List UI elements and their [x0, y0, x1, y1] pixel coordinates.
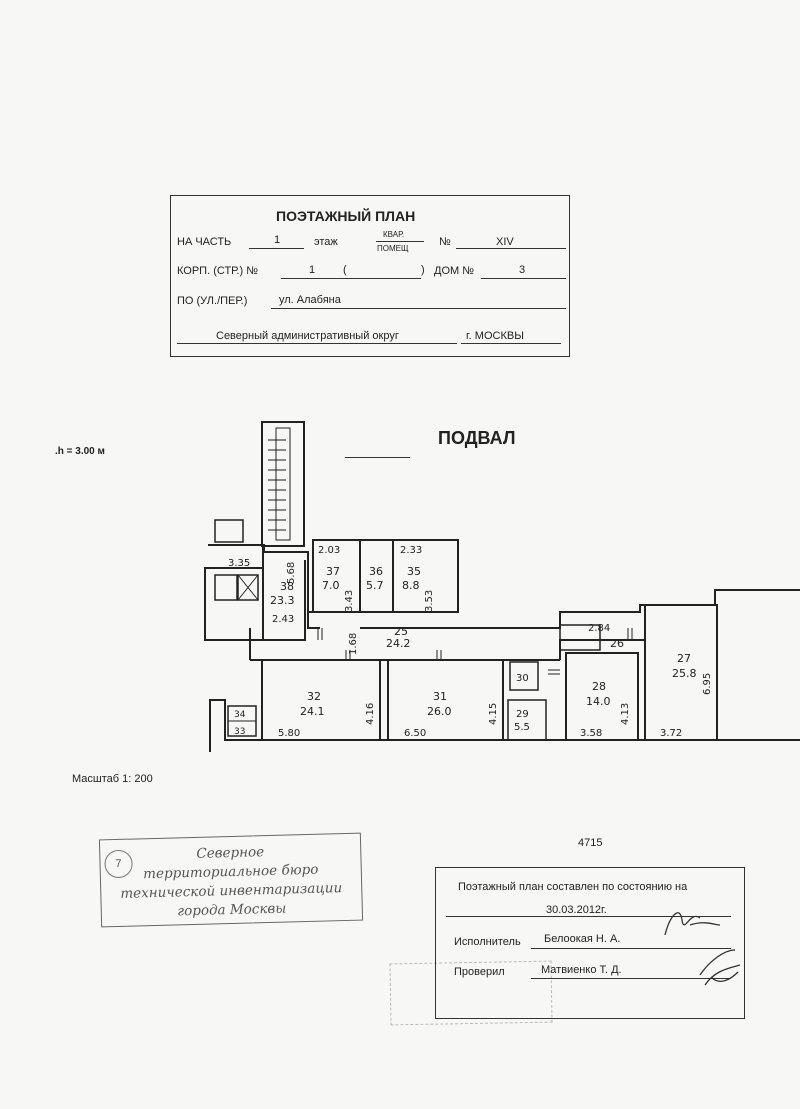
room-38-area: 23.3 [270, 594, 295, 607]
part-value: 1 [274, 234, 281, 246]
executor-name: Белоокая Н. А. [544, 933, 621, 945]
stamp-line-4: города Москвы [177, 900, 287, 920]
elevator-block [204, 567, 264, 641]
korp-paren-close: ) [421, 264, 425, 276]
korp-label: КОРП. (СТР.) № [177, 265, 258, 277]
checker-name: Матвиенко Т. Д. [541, 964, 622, 976]
room-38-number: 38 [280, 580, 294, 593]
room-32-number: 32 [307, 690, 321, 703]
room-33-number: 33 [234, 727, 245, 737]
floor-label: этаж [314, 236, 338, 248]
ceiling-height-note: .h = 3.00 м [55, 446, 105, 457]
dim-372: 3.72 [660, 728, 682, 739]
room-25-number: 25 [394, 625, 408, 638]
korp-paren-open: ( [343, 264, 347, 276]
room-32-area: 24.1 [300, 705, 325, 718]
number-value: XIV [496, 236, 514, 248]
title-underline [345, 457, 410, 458]
room-28-area: 14.0 [586, 695, 611, 708]
room-27-number: 27 [677, 652, 691, 665]
dim-353: 3.53 [424, 590, 435, 612]
street-value: ул. Алабяна [279, 294, 341, 306]
checker-signature [699, 949, 741, 986]
room-35-area: 8.8 [402, 579, 420, 592]
pomesh-label: ПОМЕЩ [377, 244, 409, 253]
dim-203: 2.03 [318, 545, 340, 556]
room-29-area: 5.5 [514, 722, 530, 733]
plan-header-box: ПОЭТАЖНЫЙ ПЛАН НА ЧАСТЬ 1 этаж КВАР. ПОМ… [170, 195, 570, 357]
stair-steps [268, 439, 286, 531]
room-28-number: 28 [592, 680, 606, 693]
room-31-number: 31 [433, 690, 447, 703]
elevator-cab-2 [237, 574, 259, 601]
room-34-number: 34 [234, 710, 246, 720]
checker-label: Проверил [454, 966, 505, 978]
dim-358: 3.58 [580, 728, 602, 739]
elevator-cab-1 [214, 574, 238, 601]
dom-value: 3 [519, 264, 526, 276]
room-38-walls [262, 545, 306, 641]
outline-bottom [209, 699, 800, 752]
corridor-walls [249, 628, 645, 661]
room-35-number: 35 [407, 565, 421, 578]
plan-header-title: ПОЭТАЖНЫЙ ПЛАН [276, 208, 416, 224]
room-36-area: 5.7 [366, 579, 384, 592]
room-26-number: 26 [610, 637, 624, 650]
district-name: Северный административный округ [216, 330, 399, 342]
room-29-walls [507, 699, 547, 741]
elevator-cross [237, 574, 259, 601]
room-26-walls [559, 624, 601, 651]
dim-243: 2.43 [272, 614, 294, 625]
dim-233: 2.33 [400, 545, 422, 556]
room-30-walls [509, 661, 539, 691]
entry-box [214, 519, 244, 543]
part-label: НА ЧАСТЬ [177, 236, 232, 248]
door-marks [317, 628, 633, 675]
room-36-number: 36 [369, 565, 383, 578]
room-29-number: 29 [516, 709, 529, 720]
rooms-top-row-base [312, 540, 458, 613]
dim-335: 3.35 [228, 558, 250, 569]
dim-580: 5.80 [278, 728, 300, 739]
room-31-area: 26.0 [427, 705, 452, 718]
number-sign: № [439, 236, 451, 248]
korp-value: 1 [309, 264, 316, 276]
dim-415: 4.15 [488, 703, 499, 725]
signoff-date: 30.03.2012г. [546, 904, 607, 916]
city-name: г. МОСКВЫ [466, 330, 524, 342]
room-27-area: 25.8 [672, 667, 697, 680]
room-25-area: 24.2 [386, 637, 411, 650]
room-37-area: 7.0 [322, 579, 340, 592]
scale-label: Масштаб 1: 200 [72, 773, 153, 785]
executor-label: Исполнитель [454, 936, 521, 948]
rooms-top-row-dividers [359, 540, 394, 612]
dim-416: 4.16 [365, 703, 376, 725]
doc-number: 4715 [578, 837, 603, 849]
dim-568: 5.68 [286, 562, 297, 584]
signoff-statement: Поэтажный план составлен по состоянию на [458, 881, 688, 893]
room-30-number: 30 [516, 673, 529, 684]
stair-shaft [261, 421, 305, 547]
stair-inner [275, 427, 291, 541]
dim-413: 4.13 [620, 703, 631, 725]
dim-695: 6.95 [702, 673, 713, 695]
dim-650: 6.50 [404, 728, 426, 739]
dom-label: ДОМ № [434, 265, 475, 277]
dim-343: 3.43 [344, 590, 355, 612]
dim-284: 2.84 [588, 623, 610, 634]
bti-stamp: 7 Северное территориальное бюро техничес… [98, 832, 364, 928]
executor-signature [664, 912, 721, 936]
room-37-number: 37 [326, 565, 340, 578]
plan-title: ПОДВАЛ [438, 428, 516, 448]
signoff-box: Поэтажный план составлен по состоянию на… [435, 867, 745, 1019]
kvar-label: КВАР. [383, 230, 405, 239]
street-label: ПО (УЛ./ПЕР.) [177, 295, 248, 307]
dim-168: 1.68 [348, 633, 359, 655]
